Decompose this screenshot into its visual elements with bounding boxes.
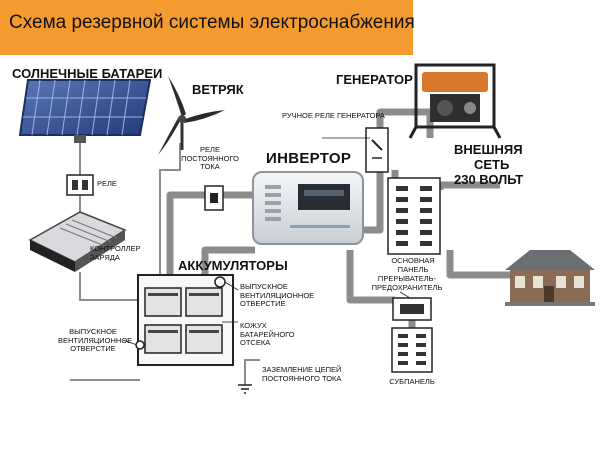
dc-relay	[204, 185, 224, 211]
label-batteries: АККУМУЛЯТОРЫ	[178, 258, 288, 273]
cable-inverter-manualrelay	[360, 170, 384, 234]
breaker-fuse	[392, 297, 432, 321]
battery-compartment	[135, 274, 234, 366]
title-bar: Схема резервной системы электроснабжения	[0, 0, 415, 55]
inverter	[252, 171, 364, 245]
cable-mainpanel-house	[446, 250, 510, 279]
subpanel	[391, 327, 433, 373]
leader-lines	[122, 137, 411, 346]
wind-turbine-icon	[158, 76, 225, 155]
label-grid: ВНЕШНЯЯ СЕТЬ 230 ВОЛЬТ	[454, 142, 524, 187]
relay-box	[66, 174, 94, 196]
cable-battery-dcrelay	[166, 191, 210, 275]
wire-wind-battery	[159, 143, 181, 275]
label-breaker: ПРЕРЫВАТЕЛЬ-ПРЕДОХРАНИТЕЛЬ	[371, 274, 443, 292]
main-panel	[387, 177, 441, 255]
label-inverter: ИНВЕРТОР	[266, 150, 352, 167]
cable-battery-inverter	[201, 246, 255, 275]
solar-panel	[18, 79, 152, 143]
wire-ground	[244, 359, 260, 385]
label-solar: СОЛНЕЧНЫЕ БАТАРЕИ	[12, 66, 163, 81]
ground-icon	[238, 384, 252, 394]
house-icon	[505, 250, 595, 306]
diagram-title: Схема резервной системы электроснабжения	[9, 12, 415, 33]
label-generator: ГЕНЕРАТОР	[336, 72, 413, 87]
label-manual-relay: РУЧНОЕ РЕЛЕ ГЕНЕРАТОРА	[282, 111, 385, 120]
wire-controller-battery	[79, 272, 138, 301]
generator	[408, 63, 502, 139]
cable-inverter-breaker	[346, 250, 395, 304]
battery-cells	[144, 287, 223, 354]
manual-generator-relay	[365, 127, 389, 173]
charge-controller	[28, 211, 127, 272]
label-subpanel: СУБПАНЕЛЬ	[389, 377, 435, 386]
cable-generator-relay	[376, 108, 434, 138]
label-wind: ВЕТРЯК	[192, 82, 244, 97]
label-relay: РЕЛЕ	[97, 179, 117, 188]
